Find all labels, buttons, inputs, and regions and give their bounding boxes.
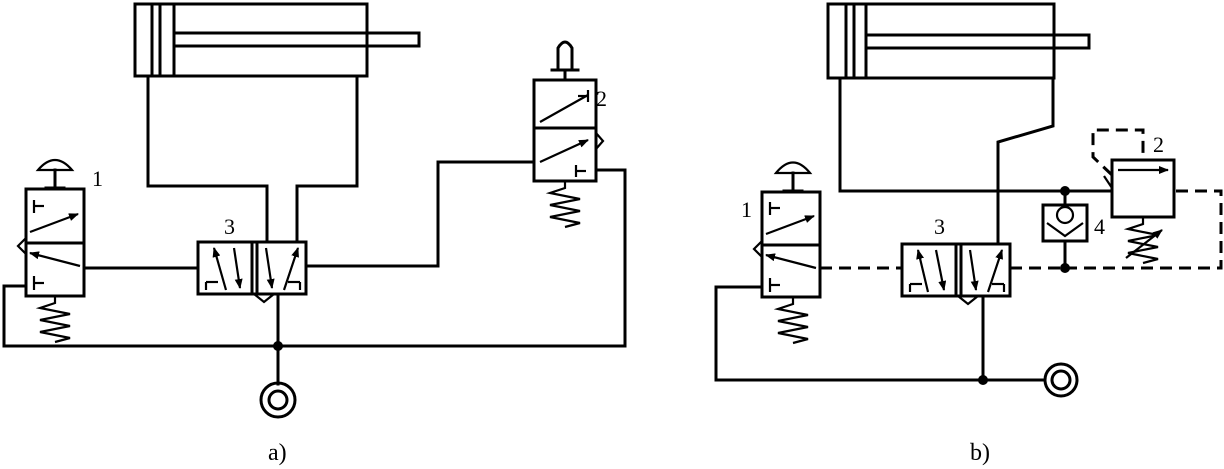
- circuit-a: 1 2: [2, 2, 627, 466]
- valve-1-label-b: 1: [741, 197, 752, 222]
- air-source-b: [1043, 362, 1079, 398]
- valve-2-a: 2: [532, 40, 607, 229]
- valve-1-b: 1: [741, 161, 822, 345]
- pilot-lines-b: [820, 189, 1223, 270]
- lines-a: [2, 160, 627, 386]
- valve-1-a: 1: [16, 158, 103, 344]
- caption-a: a): [268, 440, 287, 466]
- valve-3-label-b: 3: [934, 214, 945, 239]
- caption-b: b): [970, 440, 990, 466]
- valve-2-b: 2: [1091, 128, 1176, 265]
- cylinder-b: [826, 2, 1091, 80]
- cylinder-a: [133, 2, 421, 78]
- circuit-b: 1 3 4: [714, 2, 1223, 466]
- cylinder-ports-b: [838, 76, 1114, 244]
- valve-1-label-a: 1: [92, 166, 103, 191]
- valve-3-b: 3: [900, 214, 1012, 306]
- valve-2-label-a: 2: [596, 86, 607, 111]
- air-source-a: [259, 381, 297, 419]
- valve-3-a: 3: [196, 214, 308, 304]
- cylinder-ports-a: [146, 74, 359, 244]
- valve-3-label-a: 3: [224, 214, 235, 239]
- valve-4-label-b: 4: [1094, 214, 1105, 239]
- valve-2-label-b: 2: [1153, 132, 1164, 157]
- valve-4-b: 4: [1041, 189, 1105, 273]
- lines-b: [714, 285, 1047, 385]
